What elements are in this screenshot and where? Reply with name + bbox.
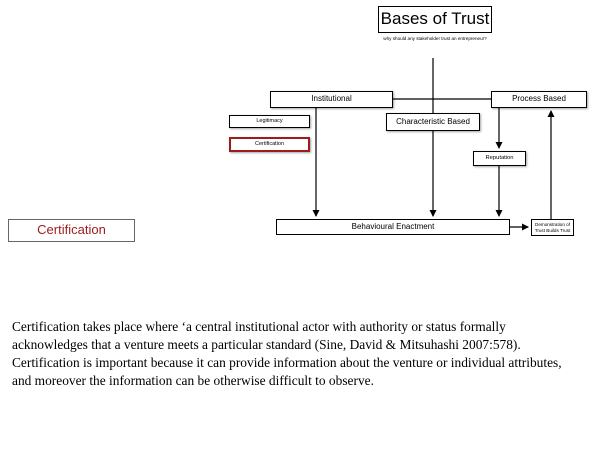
node-institutional: Institutional: [270, 91, 393, 108]
node-process-based: Process Based: [491, 91, 587, 108]
node-certification: Certification: [229, 137, 310, 152]
body-paragraph: Certification takes place where ‘a centr…: [12, 319, 562, 388]
node-reputation: Reputation: [473, 151, 526, 166]
diagram-subtitle: why should any stakeholder trust an entr…: [383, 36, 487, 41]
diagram-title: Bases of Trust: [378, 6, 492, 33]
node-behavioural-enactment: Behavioural Enactment: [276, 219, 510, 235]
node-characteristic-based: Characteristic Based: [386, 113, 480, 131]
section-label: Certification: [8, 219, 135, 242]
node-legitimacy: Legitimacy: [229, 115, 310, 128]
node-demonstration: Demonstration of Trust Builds Trust: [531, 219, 574, 236]
